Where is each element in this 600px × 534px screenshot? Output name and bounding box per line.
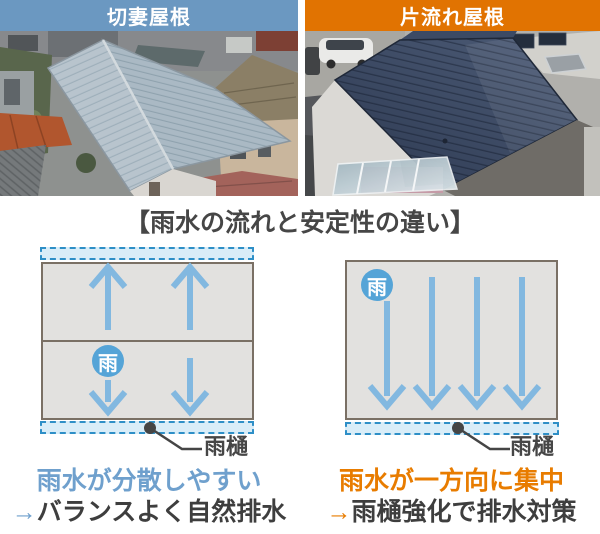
gutter-label-left: 雨樋: [204, 434, 249, 459]
gutter-leader-line-left: [149, 426, 202, 451]
shed-roof-photo: [305, 31, 600, 196]
gable-caption-line2: →バランスよく自然排水: [0, 497, 298, 527]
arrow-glyph: →: [11, 498, 37, 526]
gable-caption-line1: 雨水が分散しやすい: [36, 467, 262, 495]
gable-roof-photo: [0, 31, 298, 196]
gable-roof-header: 切妻屋根: [0, 0, 298, 31]
rain-flow-arrows-left: [88, 262, 210, 417]
gutter-label-right: 雨樋: [510, 434, 555, 459]
shed-caption-line2: →雨樋強化で排水対策: [303, 497, 600, 527]
gable-caption-line2-text: バランスよく自然排水: [36, 498, 287, 526]
gutter-strip-top-left: [40, 247, 254, 260]
arrow-glyph: →: [326, 498, 352, 526]
rain-flow-arrows-right: [367, 277, 542, 411]
shed-caption-line2-text: 雨樋強化で排水対策: [351, 498, 577, 526]
diagram-title: 【雨水の流れと安定性の違い】: [124, 209, 475, 237]
gutter-marker-dot-right: [452, 422, 464, 434]
gutter-leader-line-right: [457, 426, 510, 451]
ridge-divider-line: [43, 340, 252, 342]
rain-icon: 雨: [361, 269, 393, 301]
gutter-marker-dot-left: [144, 422, 156, 434]
shed-caption-line1: 雨水が一方向に集中: [338, 467, 564, 495]
gable-roof-shape: [41, 262, 254, 420]
shed-roof-header: 片流れ屋根: [305, 0, 600, 31]
rain-icon: 雨: [92, 345, 124, 377]
